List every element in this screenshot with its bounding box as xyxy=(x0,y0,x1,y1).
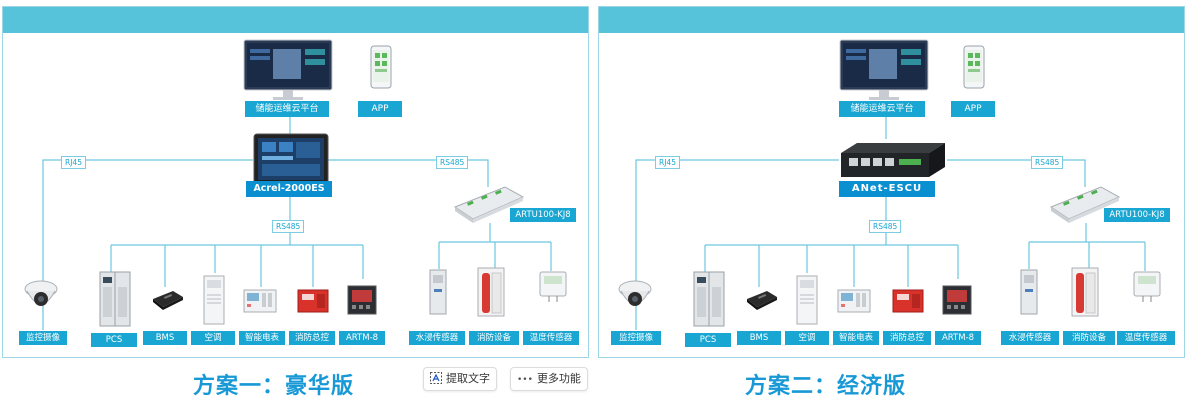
bms-module-icon xyxy=(151,289,185,315)
pcs-cabinet-icon xyxy=(693,271,725,331)
rs485-tag-bus: RS485 xyxy=(869,220,902,233)
gateway-box-icon xyxy=(837,141,949,185)
device-label-pcs: PCS xyxy=(91,333,137,347)
device-label-fire-equipment: 消防设备 xyxy=(1063,331,1115,345)
smart-meter-icon xyxy=(837,289,871,317)
cloud-platform-label: 储能运维云平台 xyxy=(839,101,925,117)
device-label-camera: 监控摄像 xyxy=(611,331,661,345)
more-features-button[interactable]: •••更多功能 xyxy=(510,367,588,391)
air-conditioner-icon xyxy=(796,275,818,329)
gateway-label: Acrel-2000ES xyxy=(246,181,332,197)
scheme-b-panel: 储能运维云平台 APP ANet-ESCU RJ45 RS485 RS485 xyxy=(598,6,1185,358)
camera-icon xyxy=(23,277,59,317)
artm-meter-icon xyxy=(347,285,377,319)
gateway-label: ANet-ESCU xyxy=(839,181,935,197)
extract-text-label: 提取文字 xyxy=(446,372,490,385)
scheme-a-panel: 储能运维云平台 APP Acrel-2000ES RJ45 RS485 RS48… xyxy=(2,6,589,358)
text-extract-icon xyxy=(430,369,442,391)
din-rail-module-icon xyxy=(453,183,525,229)
rs485-tag-bus: RS485 xyxy=(272,220,305,233)
fire-equipment-icon xyxy=(477,267,505,321)
device-label-temp-sensor: 温度传感器 xyxy=(523,331,579,345)
fire-control-panel-icon xyxy=(892,289,924,317)
device-label-meter: 智能电表 xyxy=(833,331,879,345)
device-label-fire-equipment: 消防设备 xyxy=(469,331,519,345)
rs485-tag-right: RS485 xyxy=(1031,156,1064,169)
device-label-fire-control: 消防总控 xyxy=(289,331,335,345)
phone-icon xyxy=(963,45,985,93)
app-label: APP xyxy=(951,101,995,117)
air-conditioner-icon xyxy=(203,275,225,329)
extract-text-button[interactable]: 提取文字 xyxy=(423,367,497,391)
device-label-artm: ARTM-8 xyxy=(935,331,981,345)
more-features-label: 更多功能 xyxy=(536,372,581,385)
temperature-sensor-icon xyxy=(1133,271,1161,307)
device-label-bms: BMS xyxy=(143,331,187,345)
water-sensor-icon xyxy=(429,269,447,319)
rj45-tag: RJ45 xyxy=(655,156,680,169)
camera-icon xyxy=(617,277,653,317)
artu-label: ARTU100-KJ8 xyxy=(1104,208,1170,222)
smart-meter-icon xyxy=(243,289,277,317)
device-label-ac: 空调 xyxy=(191,331,235,345)
fire-equipment-icon xyxy=(1071,267,1099,321)
monitor-icon xyxy=(243,39,333,105)
cloud-platform-label: 储能运维云平台 xyxy=(245,101,329,117)
connection-lines xyxy=(635,116,1146,330)
panel-header-bar xyxy=(3,7,588,33)
device-label-fire-control: 消防总控 xyxy=(883,331,931,345)
device-label-pcs: PCS xyxy=(685,333,731,347)
device-label-bms: BMS xyxy=(737,331,781,345)
artu-label: ARTU100-KJ8 xyxy=(510,208,576,222)
device-label-meter: 智能电表 xyxy=(239,331,285,345)
din-rail-module-icon xyxy=(1049,183,1121,229)
device-label-ac: 空调 xyxy=(785,331,829,345)
app-label: APP xyxy=(358,101,402,117)
rs485-tag-right: RS485 xyxy=(436,156,469,169)
device-label-artm: ARTM-8 xyxy=(339,331,385,345)
touch-screen-icon xyxy=(253,133,329,189)
device-label-camera: 监控摄像 xyxy=(19,331,67,345)
connection-lines xyxy=(42,116,552,330)
device-label-water-sensor: 水浸传感器 xyxy=(1001,331,1059,345)
bms-module-icon xyxy=(745,289,779,315)
fire-control-panel-icon xyxy=(297,289,329,317)
panel-header-bar xyxy=(599,7,1184,33)
rj45-tag: RJ45 xyxy=(61,156,86,169)
artm-meter-icon xyxy=(942,285,972,319)
temperature-sensor-icon xyxy=(539,271,567,307)
monitor-icon xyxy=(839,39,929,105)
device-label-temp-sensor: 温度传感器 xyxy=(1117,331,1175,345)
phone-icon xyxy=(370,45,392,93)
water-sensor-icon xyxy=(1020,269,1038,319)
device-label-water-sensor: 水浸传感器 xyxy=(409,331,465,345)
scheme-b-title: 方案二：经济版 xyxy=(745,374,907,399)
scheme-a-title: 方案一：豪华版 xyxy=(193,374,355,399)
ellipsis-icon: ••• xyxy=(517,375,533,385)
pcs-cabinet-icon xyxy=(99,271,131,331)
